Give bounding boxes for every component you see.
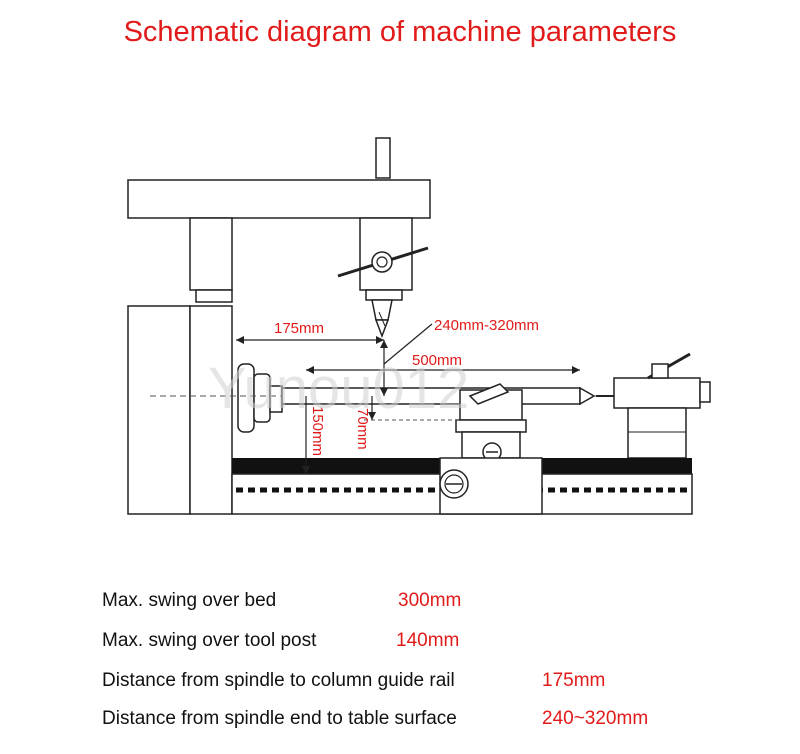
mill-column bbox=[189, 217, 233, 291]
spec-label-swing-over-bed: Max. swing over bed bbox=[102, 590, 277, 611]
dim-label-175: 175mm bbox=[274, 320, 324, 337]
watermark: Yunou012 bbox=[208, 356, 469, 421]
tailstock-lock bbox=[651, 363, 669, 379]
feed-lever-hub-inner bbox=[376, 256, 388, 268]
dim-label-70: 70mm bbox=[354, 408, 371, 450]
mill-quill bbox=[365, 289, 403, 301]
spec-value-swing-over-bed: 300mm bbox=[398, 590, 462, 611]
column-top-post bbox=[375, 137, 391, 179]
spec-value-spindle-to-table: 240~320mm bbox=[542, 708, 649, 729]
dim-leader-240 bbox=[383, 323, 433, 365]
dim-arrow-175-right bbox=[376, 336, 384, 344]
spec-value-spindle-to-rail: 175mm bbox=[542, 670, 606, 691]
machine-schematic: 175mm 240mm-320mm 500mm 150mm 70mm Yunou… bbox=[127, 137, 711, 515]
workpiece-point bbox=[579, 386, 596, 406]
spec-label-spindle-to-table: Distance from spindle end to table surfa… bbox=[102, 708, 457, 729]
dim-label-500: 500mm bbox=[412, 352, 462, 369]
headstock-body bbox=[127, 305, 191, 515]
headstock-front bbox=[189, 305, 233, 515]
drill-bit-flute bbox=[378, 311, 386, 327]
tailstock-handwheel bbox=[699, 381, 711, 403]
spec-label-swing-over-tool-post: Max. swing over tool post bbox=[102, 630, 317, 651]
page-title: Schematic diagram of machine parameters bbox=[123, 16, 677, 48]
drill-chuck bbox=[371, 299, 393, 321]
dim-arrow-500-right bbox=[572, 366, 580, 374]
dim-arrow-175-left bbox=[236, 336, 244, 344]
mill-head-plate bbox=[127, 179, 431, 219]
cutting-tool bbox=[468, 383, 510, 405]
dim-arrow-150-bottom bbox=[302, 466, 310, 474]
dim-arrow-70-bottom bbox=[368, 412, 376, 420]
drill-bit bbox=[374, 319, 390, 339]
tailstock-body bbox=[613, 377, 701, 409]
spec-label-spindle-to-rail: Distance from spindle to column guide ra… bbox=[102, 670, 455, 691]
spec-value-swing-over-tool-post: 140mm bbox=[396, 630, 460, 651]
cross-slide bbox=[455, 419, 527, 433]
dim-label-240-320: 240mm-320mm bbox=[434, 317, 539, 334]
dim-arrow-240-bottom bbox=[380, 388, 388, 396]
dim-arrow-500-left bbox=[306, 366, 314, 374]
mill-column-collar bbox=[195, 289, 233, 303]
tailstock-base bbox=[627, 407, 687, 459]
dim-arrow-240-top bbox=[380, 340, 388, 348]
dim-label-150: 150mm bbox=[309, 406, 326, 456]
